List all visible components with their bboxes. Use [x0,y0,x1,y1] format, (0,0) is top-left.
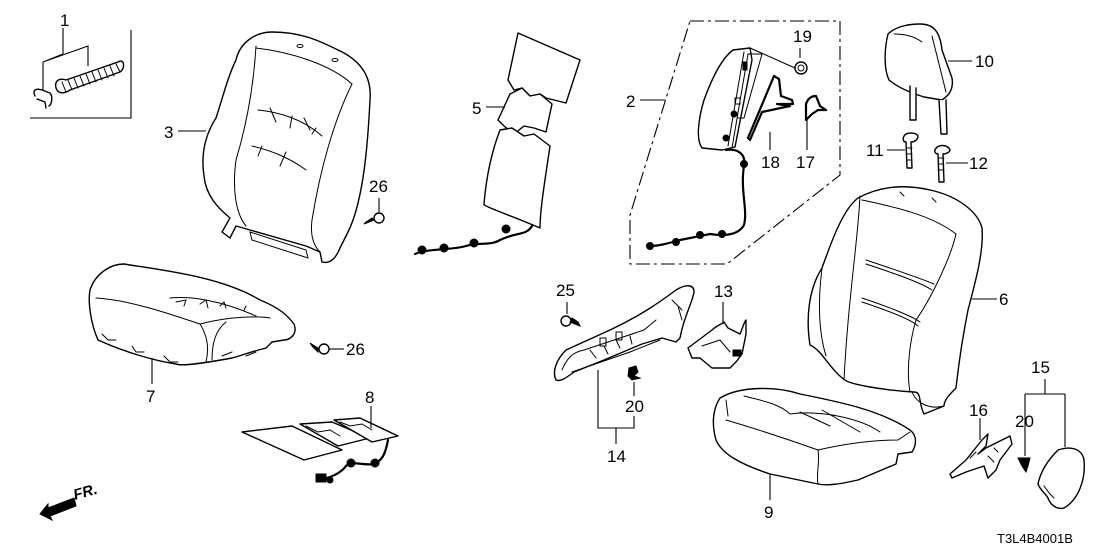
callout-15[interactable]: 16 [969,401,988,420]
seat-side-cover-part[interactable] [553,285,695,382]
callout-3[interactable]: 3 [164,123,173,142]
airbag-harness [646,148,748,250]
callout-5[interactable]: 5 [472,99,481,118]
screw-seat-back-part[interactable] [363,212,385,225]
callout-20b[interactable]: 20 [1015,412,1034,431]
seat-back-heater-harness [413,224,534,256]
seat-back-cover-right-part[interactable] [807,186,984,415]
callout-2[interactable]: 2 [626,92,635,111]
callout-10[interactable]: 10 [975,52,994,71]
callout-13[interactable]: 13 [714,282,733,301]
side-airbag-module-part[interactable] [697,47,763,151]
airbag-bracket-a-part[interactable] [746,74,795,142]
clip-set-part[interactable] [30,28,132,119]
callout-6[interactable]: 6 [999,290,1008,309]
callout-18[interactable]: 18 [761,153,780,172]
single-clip-icon [33,88,53,109]
callout-16[interactable]: 15 [1031,358,1050,377]
callout-26a[interactable]: 26 [369,177,388,196]
seat-cushion-cover-right-part[interactable] [712,387,917,486]
headrest-guide-b-part[interactable] [934,144,951,183]
flange-nut-part[interactable] [794,61,808,75]
airbag-bracket-b-part[interactable] [804,94,828,122]
clip-recline-cover-part[interactable] [1017,457,1031,474]
callout-1[interactable]: 1 [60,11,69,30]
seat-cushion-heater-part[interactable] [241,417,399,461]
tapping-screw-part[interactable] [560,315,582,327]
callout-26b[interactable]: 26 [346,340,365,359]
clip-stack-icon [54,60,125,94]
callout-14[interactable]: 14 [607,447,626,466]
seat-back-heater-part[interactable] [483,32,581,229]
callout-8[interactable]: 8 [365,388,374,407]
callout-12[interactable]: 12 [969,154,988,173]
front-direction-label: FR. [71,481,99,504]
screw-cushion-part[interactable] [309,342,330,355]
seat-back-cover-left-part[interactable] [202,31,371,264]
recline-cover-part[interactable] [1037,447,1085,510]
clip-side-cover-part[interactable] [627,365,642,381]
callout-19[interactable]: 19 [793,27,812,46]
callout-17[interactable]: 17 [796,153,815,172]
front-direction-arrow-icon [39,497,77,522]
inset-frame-line [30,30,132,119]
headrest-guide-a-part[interactable] [902,132,919,169]
inner-cover-part[interactable] [687,319,747,369]
recline-bracket-part[interactable] [949,433,1013,479]
seat-cushion-cover-left-part[interactable] [88,263,296,366]
cushion-heater-harness [315,438,390,484]
callout-11[interactable]: 11 [866,141,884,160]
airbag-group-frame [629,20,841,265]
callout-20a[interactable]: 20 [625,397,644,416]
callout-9[interactable]: 9 [764,503,773,522]
callout-25[interactable]: 25 [556,281,575,300]
callout-7[interactable]: 7 [146,387,155,406]
headrest-part[interactable] [884,23,954,135]
diagram-code: T3L4B4001B [997,531,1073,546]
